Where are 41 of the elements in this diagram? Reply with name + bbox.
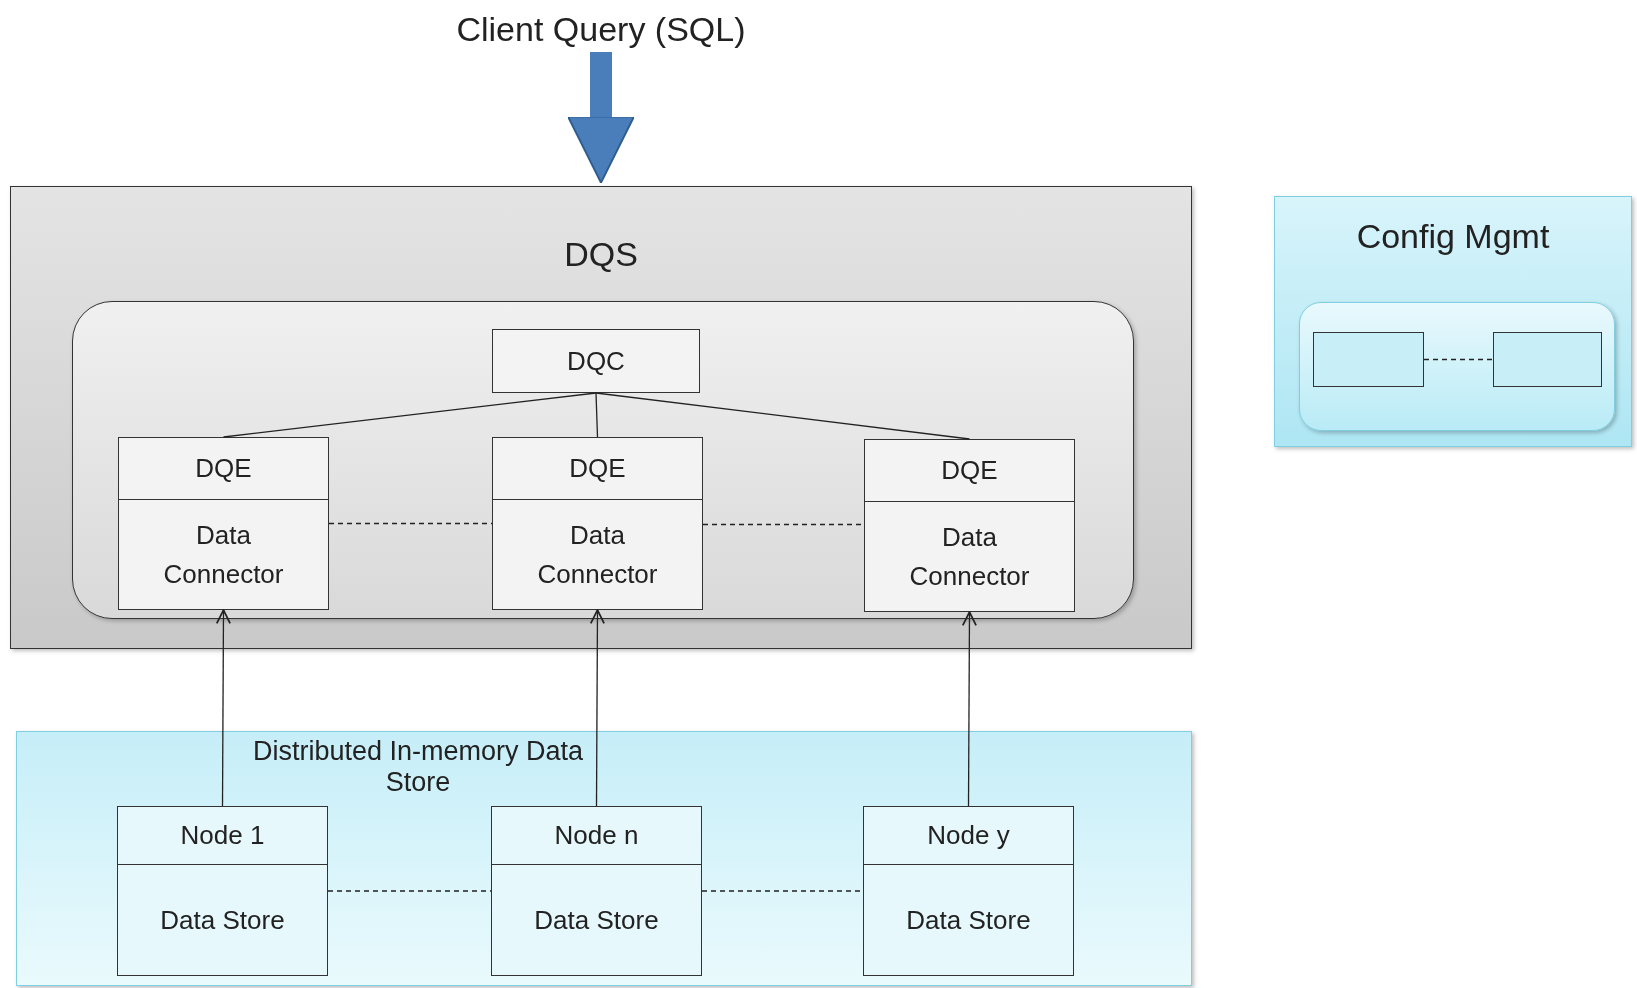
box-heading: Node 1 bbox=[118, 807, 327, 865]
panel-title: Config Mgmt bbox=[1355, 217, 1551, 256]
arrow bbox=[215, 609, 231, 807]
query-label: Client Query (SQL) bbox=[451, 6, 751, 52]
box-text: Data Store bbox=[533, 903, 660, 937]
box-text: Data Store bbox=[159, 903, 286, 937]
component-box bbox=[492, 329, 700, 393]
connector-line bbox=[222, 392, 597, 438]
group-panel bbox=[16, 731, 1192, 986]
box-heading: DQE bbox=[119, 438, 328, 500]
box-heading: Node n bbox=[492, 807, 701, 865]
component-box bbox=[863, 806, 1074, 976]
group-panel bbox=[1274, 196, 1632, 447]
group-panel bbox=[10, 186, 1192, 649]
block-arrow bbox=[567, 52, 635, 184]
arrow bbox=[589, 609, 605, 807]
component-box bbox=[492, 437, 703, 610]
empty-box bbox=[1493, 332, 1602, 387]
arrow bbox=[961, 611, 977, 807]
panel-title: Distributed In-memory Data Store bbox=[251, 736, 585, 799]
component-box bbox=[118, 437, 329, 610]
panel-title: DQS bbox=[563, 235, 639, 274]
box-heading: DQE bbox=[493, 438, 702, 500]
box-heading: DQC bbox=[566, 344, 626, 378]
component-box bbox=[491, 806, 702, 976]
dashed-line bbox=[328, 522, 493, 525]
box-heading: DQE bbox=[865, 440, 1074, 502]
rounded-panel bbox=[1299, 302, 1615, 431]
box-text: Data Connector bbox=[908, 520, 1031, 593]
component-box bbox=[864, 439, 1075, 612]
box-text: Data Store bbox=[905, 903, 1032, 937]
empty-box bbox=[1313, 332, 1424, 387]
dashed-line bbox=[1423, 358, 1494, 361]
component-box bbox=[117, 806, 328, 976]
dashed-line bbox=[327, 890, 492, 892]
connector-line bbox=[595, 392, 971, 440]
box-text: Data Connector bbox=[536, 518, 659, 591]
box-heading: Node y bbox=[864, 807, 1073, 865]
connector-line bbox=[595, 392, 599, 438]
box-text: Data Connector bbox=[162, 518, 285, 591]
rounded-panel bbox=[72, 301, 1134, 619]
